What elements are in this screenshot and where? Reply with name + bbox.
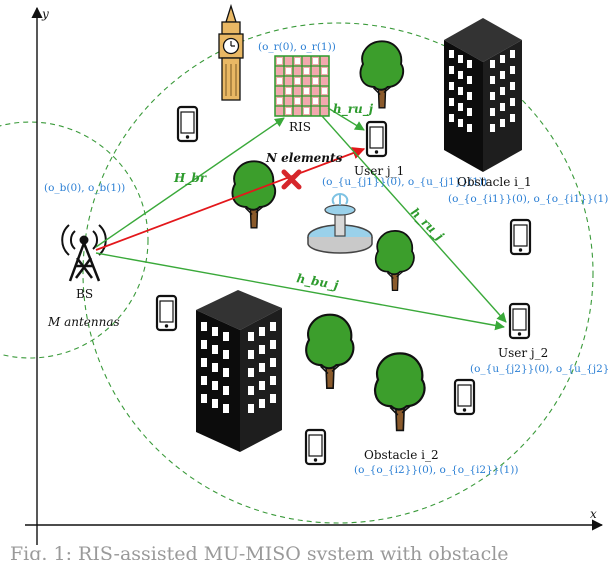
obstacle-1-coords-label: (o_{o_{i1}}(0), o_{o_{i1}}(1)): [448, 193, 608, 205]
link-bs-user1: [95, 147, 366, 251]
obstacle-2-label: Obstacle i_2: [364, 448, 439, 462]
ris-elements-label: N elements: [265, 151, 343, 165]
link-bs-ris: [95, 117, 285, 248]
obstacle-1-label: Obstacle i_1: [457, 175, 532, 189]
ris-panel: [274, 55, 330, 117]
x-axis-label: x: [590, 507, 597, 521]
ris-coords-label: (o_r(0), o_r(1)): [258, 41, 336, 53]
fountain-icon: [307, 193, 373, 254]
obstacle-2-building: [196, 290, 282, 452]
bs-antenna-icon: [61, 224, 107, 282]
tree-icon-small: [374, 230, 415, 292]
tree-icon-middle: [231, 160, 277, 229]
tree-icon-bottom-left: [305, 313, 355, 390]
link-bs-user2: [95, 252, 505, 331]
figure-caption: Fig. 1: RIS-assisted MU-MISO system with…: [10, 543, 509, 560]
phone-icon-right: [509, 218, 532, 256]
obstacle-2-coords-label: (o_{o_{i2}}(0), o_{o_{i2}}(1)): [354, 464, 518, 476]
h-ru-upper-label: h_ru_j: [333, 102, 374, 117]
user-j1-phone-icon: [365, 120, 388, 158]
link-ris-user1: [327, 107, 365, 131]
phone-icon-left: [155, 294, 178, 332]
phone-icon-bottom-right: [453, 378, 476, 416]
phone-icon-top-left: [176, 105, 199, 143]
user-j2-phone-icon: [508, 302, 531, 340]
coverage-circles: [0, 22, 594, 524]
h-br-label: H_br: [173, 171, 208, 186]
user-j2-label: User j_2: [498, 346, 548, 360]
axes: y x: [25, 6, 604, 545]
clock-tower-icon: [218, 3, 244, 101]
obstacle-1-building: [444, 18, 522, 172]
bs-coverage-circle: [0, 121, 149, 359]
user-j1-label: User j_1: [354, 164, 404, 178]
bs-antennas-label: M antennas: [47, 315, 120, 329]
tree-icon-bottom-right: [373, 352, 426, 432]
phone-icon-bottom: [304, 428, 327, 466]
h-ru-lower-label: h_ru_j: [407, 205, 447, 244]
blocked-x-icon: [281, 169, 302, 190]
tree-icon-top: [359, 40, 405, 109]
y-axis-label: y: [41, 7, 49, 21]
bs-label: BS: [76, 287, 93, 301]
bs-coords-label: (o_b(0), o_b(1)): [44, 182, 125, 194]
channel-links: [95, 107, 507, 331]
large-coverage-circle: [82, 22, 594, 524]
user-j1-coords-label: (o_{u_{j1}}(0), o_{u_{j1}}(1)): [322, 176, 487, 188]
user-j2-coords-label: (o_{u_{j2}}(0), o_{u_{j2}}(1)): [470, 363, 608, 375]
link-ris-user2: [321, 115, 507, 323]
ris-label: RIS: [289, 120, 311, 134]
